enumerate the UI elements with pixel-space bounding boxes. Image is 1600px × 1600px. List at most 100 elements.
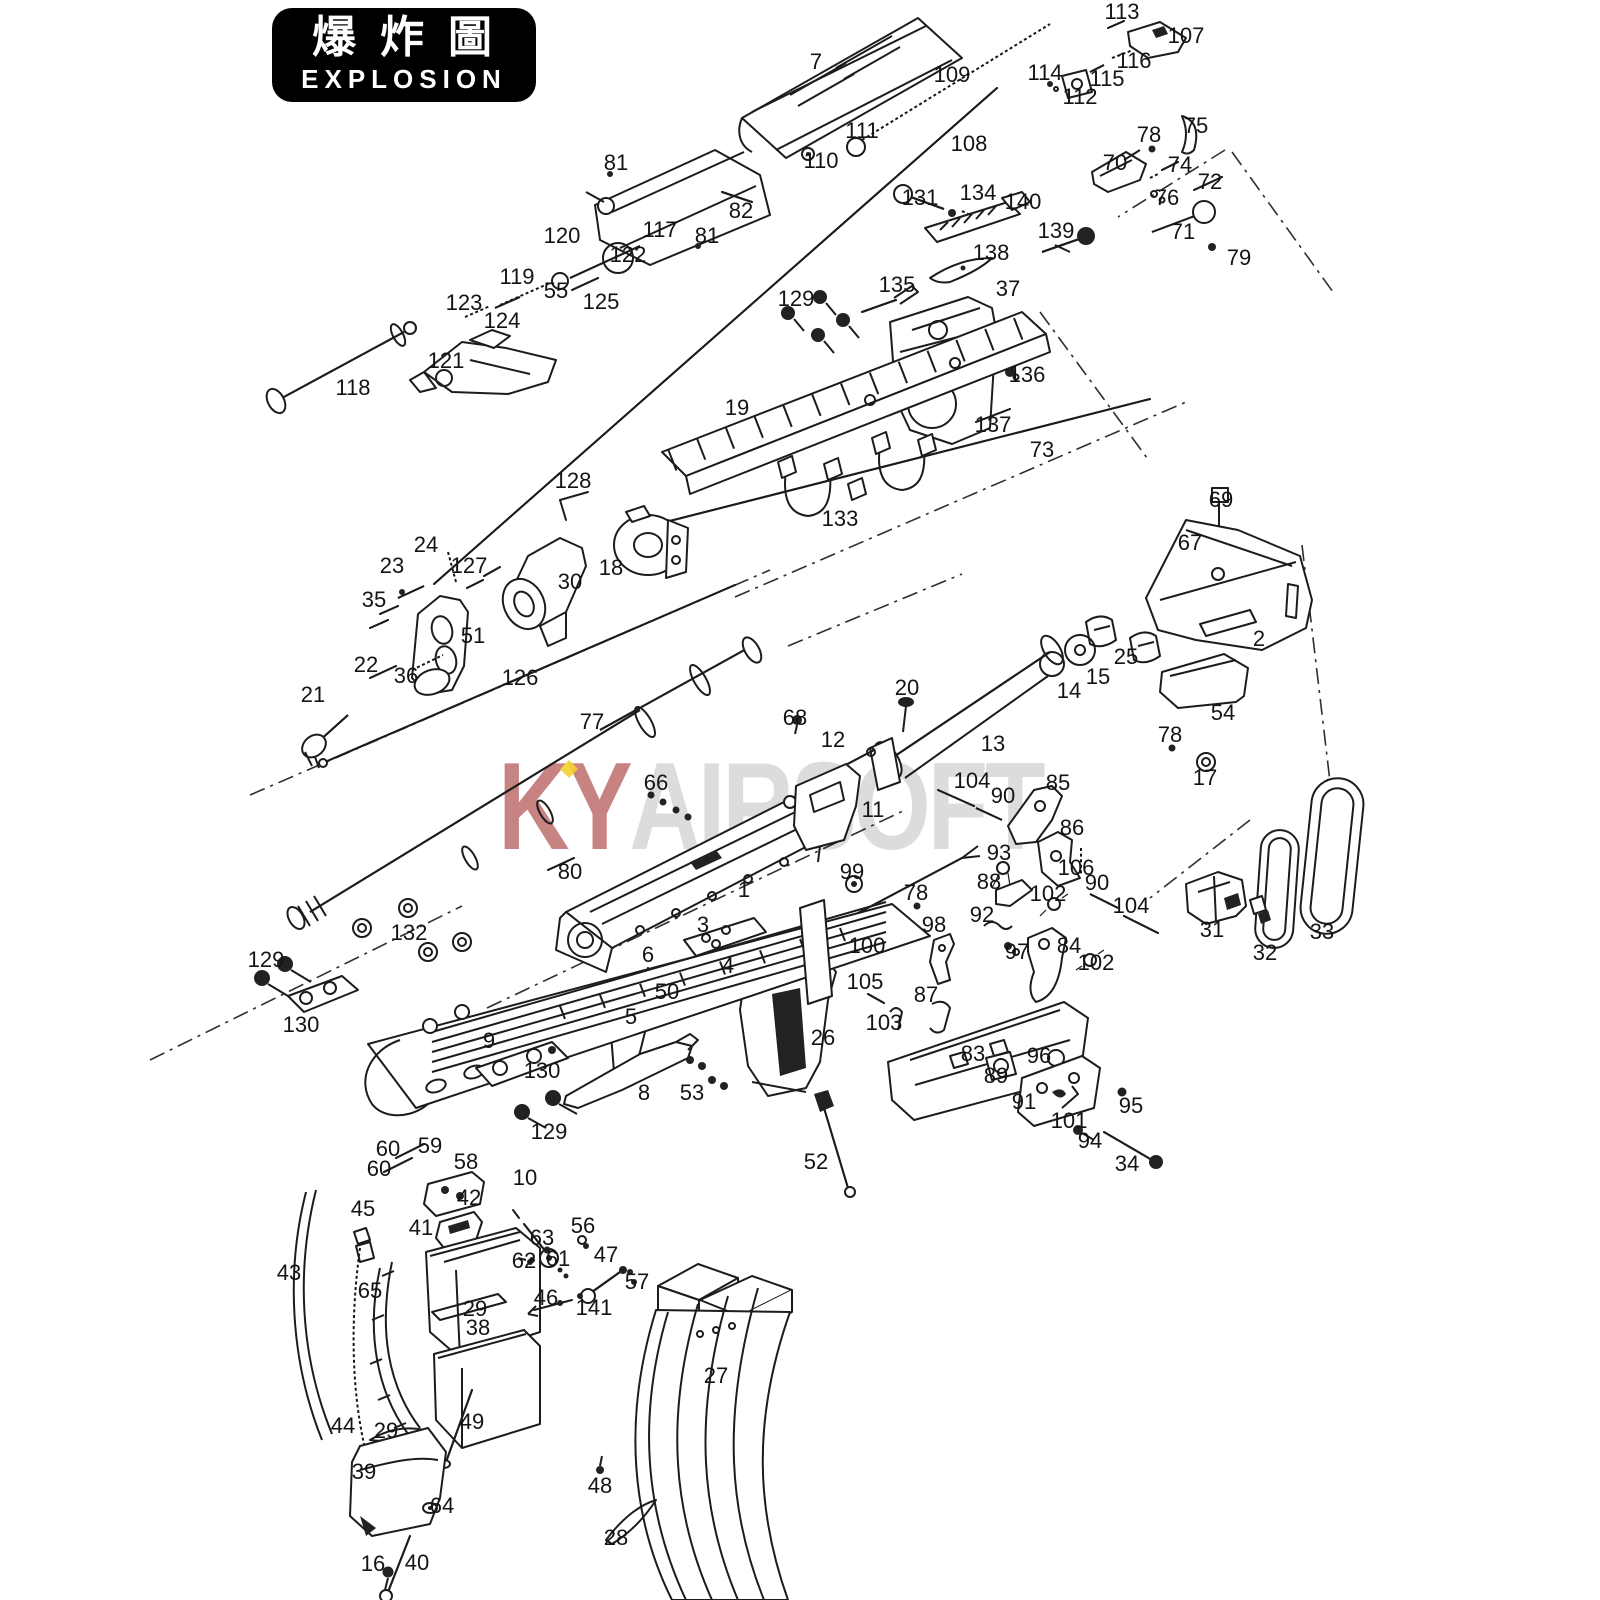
scope-rail-sketch (661, 311, 1051, 495)
watermark-accent-spark (560, 760, 578, 778)
dust-cover-sketch (738, 17, 963, 159)
part-label-90: 90 (1084, 870, 1110, 895)
part-label-87: 87 (913, 982, 939, 1007)
ak-magazine-sketch (596, 1263, 793, 1600)
part-label-35: 35 (361, 587, 387, 612)
lower-frame-sketch (887, 1001, 1163, 1169)
part-label-131: 131 (901, 185, 939, 210)
legend-title-chinese: 爆炸圖 (312, 12, 516, 64)
part-label-137: 137 (974, 412, 1012, 437)
rear-sight-drum-sketch (613, 505, 689, 579)
part-label-5: 5 (624, 1004, 638, 1029)
part-label-128: 128 (554, 468, 592, 493)
part-label-112: 112 (1062, 84, 1098, 109)
part-label-95: 95 (1118, 1093, 1144, 1118)
part-label-23: 23 (379, 553, 405, 578)
part-label-125: 125 (582, 289, 620, 314)
part-label-40: 40 (404, 1550, 430, 1575)
part-label-64: 64 (429, 1493, 455, 1518)
part-label-52: 52 (803, 1149, 829, 1174)
part-label-92: 92 (969, 902, 995, 927)
part-label-28: 28 (603, 1525, 629, 1550)
part-label-39: 39 (351, 1459, 377, 1484)
part-label-81: 81 (603, 150, 629, 175)
part-label-59: 59 (417, 1133, 443, 1158)
part-label-133: 133 (821, 506, 859, 531)
part-label-9: 9 (482, 1028, 496, 1053)
part-label-45: 45 (350, 1196, 376, 1221)
part-label-83: 83 (960, 1041, 986, 1066)
part-label-103: 103 (865, 1010, 903, 1035)
part-label-77: 77 (579, 709, 605, 734)
part-label-17: 17 (1192, 765, 1218, 790)
part-label-110: 110 (803, 148, 839, 173)
part-label-106: 106 (1057, 855, 1095, 880)
part-label-20: 20 (894, 675, 920, 700)
gas-piston-sketch (265, 321, 417, 415)
part-label-113: 113 (1104, 0, 1140, 24)
cover-rings-sketch (801, 137, 866, 161)
bolt-carrier-sketch (409, 329, 557, 395)
part-label-57: 57 (624, 1269, 650, 1294)
part-label-60: 60 (366, 1156, 392, 1181)
part-label-78: 78 (903, 880, 929, 905)
part-label-86: 86 (1059, 815, 1085, 840)
part-label-61: 61 (545, 1246, 571, 1271)
part-label-82: 82 (728, 198, 754, 223)
part-label-71: 71 (1170, 219, 1196, 244)
part-label-111: 111 (845, 118, 879, 143)
part-label-76: 76 (1154, 185, 1180, 210)
part-label-18: 18 (598, 555, 624, 580)
part-label-122: 122 (609, 242, 647, 267)
part-label-97: 97 (1004, 939, 1030, 964)
part-label-8: 8 (637, 1080, 651, 1105)
part-label-126: 126 (501, 665, 539, 690)
part-label-66: 66 (643, 770, 669, 795)
loading-nozzle-sketch (464, 242, 641, 318)
part-label-101: 101 (1050, 1108, 1088, 1133)
part-label-47: 47 (593, 1242, 619, 1267)
part-label-24: 24 (413, 532, 439, 557)
part-label-108: 108 (950, 131, 988, 156)
part-label-123: 123 (445, 290, 483, 315)
part-label-33: 33 (1309, 919, 1335, 944)
part-label-129: 129 (530, 1119, 568, 1144)
boundary-lines (1039, 149, 1345, 901)
part-label-85: 85 (1045, 770, 1071, 795)
part-label-136: 136 (1008, 362, 1046, 387)
handguard-group-sketch (254, 898, 931, 1129)
part-label-44: 44 (330, 1413, 356, 1438)
part-label-88: 88 (976, 869, 1002, 894)
part-label-3: 3 (696, 912, 710, 937)
part-label-51: 51 (460, 623, 486, 648)
part-label-89: 89 (983, 1063, 1009, 1088)
part-label-138: 138 (972, 240, 1010, 265)
part-label-48: 48 (587, 1473, 613, 1498)
part-label-72: 72 (1197, 169, 1223, 194)
part-label-91: 91 (1011, 1089, 1037, 1114)
part-label-16: 16 (360, 1551, 386, 1576)
part-label-120: 120 (543, 223, 581, 248)
part-label-129: 129 (777, 286, 815, 311)
mag-small-parts-sketch (517, 1235, 637, 1317)
scope-rings-sketch (777, 431, 937, 517)
part-label-13: 13 (980, 731, 1006, 756)
part-label-118: 118 (335, 375, 371, 400)
part-label-93: 93 (986, 840, 1012, 865)
part-label-130: 130 (282, 1012, 320, 1037)
part-label-80: 80 (557, 859, 583, 884)
legend-title-english: EXPLOSION (301, 63, 507, 94)
bolt-cover-sketch (585, 149, 771, 266)
part-label-70: 70 (1102, 150, 1128, 175)
front-sight-group-sketch (301, 551, 501, 769)
part-label-104: 104 (953, 768, 991, 793)
part-label-84: 84 (1056, 933, 1082, 958)
part-label-42: 42 (456, 1185, 482, 1210)
part-label-135: 135 (878, 272, 916, 297)
part-label-116: 116 (1116, 48, 1152, 73)
part-label-11: 11 (861, 797, 885, 822)
part-label-109: 109 (933, 62, 971, 87)
part-label-99: 99 (839, 859, 865, 884)
part-label-36: 36 (393, 663, 419, 688)
